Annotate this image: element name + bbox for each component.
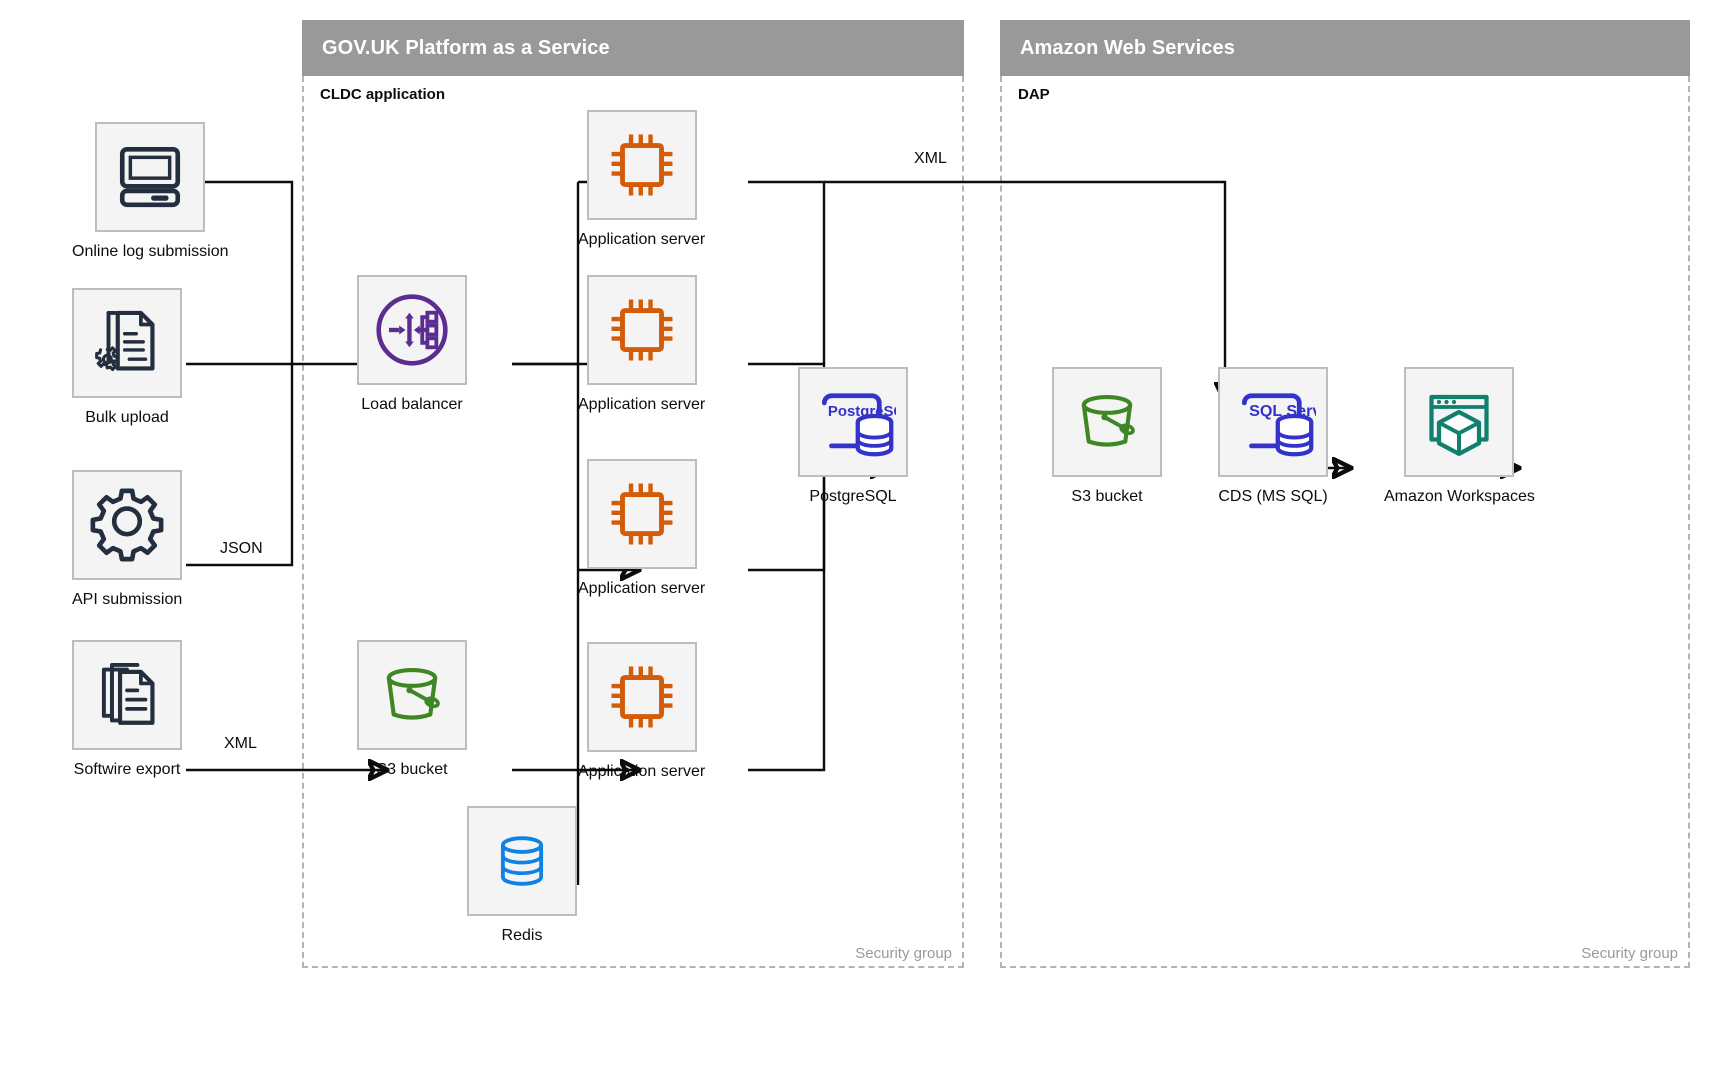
node-box (1404, 367, 1515, 477)
node-box (586, 110, 697, 220)
s3-bucket-icon (1081, 394, 1135, 447)
cpu-chip-icon (611, 483, 673, 545)
node-bulk-upload[interactable]: Bulk upload (72, 288, 182, 427)
node-label: Application server (578, 580, 706, 597)
node-label: PostgreSQL (809, 488, 897, 505)
node-application-server-4[interactable]: Application server (578, 642, 705, 781)
cpu-chip-icon (611, 299, 673, 361)
node-box (357, 275, 467, 385)
node-application-server-1[interactable]: Application server (578, 110, 705, 249)
node-load-balancer[interactable]: Load balancer (357, 275, 467, 414)
node-cds-ms-sql[interactable]: SQL Server CDS (MS SQL) (1218, 367, 1328, 506)
node-label: S3 bucket (376, 761, 448, 778)
group-sublabel-aws: DAP (1018, 86, 1050, 103)
node-softwire-export[interactable]: Softwire export (72, 640, 182, 779)
redis-database-icon (500, 836, 544, 886)
cpu-chip-icon (611, 666, 673, 728)
node-label: Softwire export (73, 761, 181, 778)
edge-label-json: JSON (216, 540, 267, 558)
node-api-submission[interactable]: API submission (72, 470, 182, 609)
group-body-paas (302, 76, 964, 968)
node-label: Load balancer (361, 396, 463, 413)
node-s3-bucket-aws[interactable]: S3 bucket (1052, 367, 1162, 506)
node-box (586, 275, 697, 385)
s3-bucket-icon (386, 667, 440, 720)
node-application-server-2[interactable]: Application server (578, 275, 705, 414)
node-box (1052, 367, 1162, 477)
node-label: Redis (501, 927, 543, 944)
node-label: Amazon Workspaces (1384, 488, 1535, 505)
node-box (586, 459, 697, 569)
node-box (72, 470, 183, 580)
document-gear-icon (95, 310, 155, 372)
node-label: Bulk upload (85, 409, 169, 426)
node-label: Application server (578, 231, 706, 248)
node-box (586, 642, 697, 752)
group-title-aws: Amazon Web Services (1020, 36, 1235, 59)
document-stack-icon (101, 662, 155, 725)
group-header-paas: GOV.UK Platform as a Service (302, 20, 964, 76)
node-box (72, 640, 182, 750)
node-postgresql[interactable]: PostgreSQL PostgreSQL (798, 367, 908, 506)
desktop-computer-icon (120, 146, 181, 208)
node-label: API submission (72, 591, 183, 608)
node-label: S3 bucket (1071, 488, 1143, 505)
postgresql-database-icon: PostgreSQL (821, 393, 896, 457)
node-label: Application server (578, 396, 706, 413)
node-application-server-3[interactable]: Application server (578, 459, 705, 598)
group-title-paas: GOV.UK Platform as a Service (322, 36, 610, 59)
group-body-aws (1000, 76, 1690, 968)
security-group-label-paas: Security group (855, 945, 952, 962)
node-amazon-workspaces[interactable]: Amazon Workspaces (1384, 367, 1535, 506)
node-redis[interactable]: Redis (467, 806, 577, 945)
group-header-aws: Amazon Web Services (1000, 20, 1690, 76)
node-label: Online log submission (72, 243, 229, 260)
node-box (72, 288, 182, 398)
security-group-label-aws: Security group (1581, 945, 1678, 962)
node-s3-bucket-paas[interactable]: S3 bucket (357, 640, 467, 779)
node-label: CDS (MS SQL) (1218, 488, 1328, 505)
node-box: SQL Server (1218, 367, 1328, 477)
amazon-workspaces-icon (1429, 394, 1490, 456)
node-label: Application server (578, 763, 706, 780)
node-box (467, 806, 577, 916)
edge-label-xml-softwire: XML (220, 735, 261, 753)
edge-label-xml-to-aws: XML (910, 150, 951, 168)
node-online-log-submission[interactable]: Online log submission (72, 122, 229, 261)
gear-icon (90, 488, 164, 562)
sql-server-database-icon: SQL Server (1241, 393, 1316, 457)
node-box (95, 122, 206, 232)
cpu-chip-icon (611, 134, 673, 196)
load-balancer-icon (376, 294, 448, 366)
group-sublabel-paas: CLDC application (320, 86, 446, 103)
node-box (357, 640, 467, 750)
node-box: PostgreSQL (798, 367, 908, 477)
